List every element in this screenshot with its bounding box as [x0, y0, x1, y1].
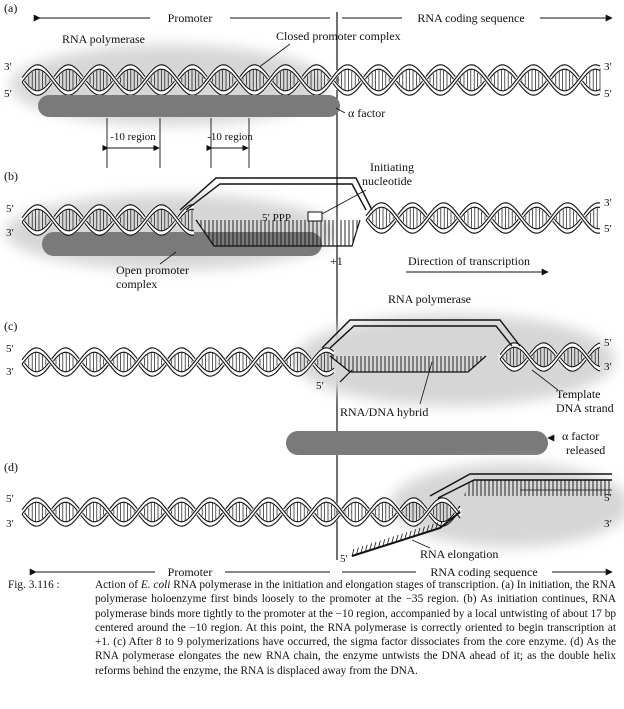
initiating-label: Initiating: [370, 160, 414, 174]
released-label: released: [566, 443, 605, 457]
sigma-label-c: α factor: [562, 429, 599, 443]
open-bubble-top: [179, 177, 373, 211]
open-complex-label: complex: [116, 277, 157, 291]
three-prime-left-c: 3′: [6, 366, 14, 378]
open-promoter-label: Open promoter: [116, 263, 189, 277]
panel-c: (c) RNA polymerase 5′ 3′ 5′ 3′ 5′ RNA/DN…: [4, 292, 615, 457]
five-prime-left-c: 5′: [6, 343, 14, 355]
initiating-nucleotide-box: [307, 211, 323, 222]
dna-helix-a: [20, 64, 602, 96]
open-bubble-c: [321, 319, 521, 349]
three-prime-left-a: 3′: [4, 61, 12, 73]
five-prime-left-a: 5′: [4, 88, 12, 100]
open-bubble-bottom: [195, 219, 361, 247]
transcription-figure: (a) Promoter RNA coding sequence RNA pol…: [4, 1, 624, 578]
dna-helix-b: [20, 202, 601, 236]
three-prime-left-d: 3′: [6, 518, 14, 530]
three-prime-right-a: 3′: [604, 61, 612, 73]
sigma-factor-a: [38, 95, 340, 117]
elongation-label: RNA elongation: [420, 547, 498, 561]
panel-a: (a) Promoter RNA coding sequence RNA pol…: [4, 1, 613, 168]
dna-strand-label: DNA strand: [556, 401, 614, 415]
five-prime-left-d: 5′: [6, 493, 14, 505]
rna-polymerase-label-c: RNA polymerase: [388, 292, 471, 306]
five-prime-left-b: 5′: [6, 203, 14, 215]
rna-polymerase-label-a: RNA polymerase: [62, 32, 145, 46]
caption-text: Action of E. coli RNA polymerase in the …: [95, 578, 616, 678]
template-label: Template: [556, 387, 600, 401]
dna-helix-c: [20, 342, 601, 377]
dna-helix-d: [20, 497, 462, 527]
rna-dna-hybrid: [329, 355, 487, 373]
panel-c-letter: (c): [4, 319, 17, 333]
five-prime-right-b: 5′: [604, 223, 612, 235]
five-prime-right-c: 5′: [604, 337, 612, 349]
three-prime-right-d: 3′: [604, 518, 612, 530]
panel-d: (d) 5′ 3′ 5′ 3′ 5′ RNA elongation Promot…: [4, 460, 624, 578]
three-prime-left-b: 3′: [6, 227, 14, 239]
figure-caption: Fig. 3.116 : Action of E. coli RNA polym…: [8, 578, 616, 678]
panel-b: (b) 5′ PPP Initiating nucleotide 5′ 3′ 3…: [4, 160, 612, 291]
five-prime-right-a: 5′: [604, 88, 612, 100]
figure-number: Fig. 3.116 :: [8, 579, 60, 591]
closed-complex-label: Closed promoter complex: [276, 29, 401, 43]
coding-label-a: RNA coding sequence: [417, 11, 524, 25]
nucleotide-label: nucleotide: [362, 174, 412, 188]
sigma-released-c: [286, 431, 548, 455]
coding-label-d: RNA coding sequence: [430, 565, 537, 578]
upper-strand-d: [429, 473, 612, 497]
caption-italic: E. coli: [140, 579, 171, 591]
five-prime-right-d: 5′: [604, 492, 612, 504]
panel-a-letter: (a): [4, 1, 17, 15]
minus-ten-region-2: -10 region: [207, 131, 253, 143]
minus-ten-region-1: -10 region: [110, 131, 156, 143]
caption-part-1: Action of: [95, 579, 141, 591]
panel-b-letter: (b): [4, 169, 18, 183]
promoter-label-d: Promoter: [168, 565, 213, 578]
promoter-label-a: Promoter: [168, 11, 213, 25]
hybrid-label: RNA/DNA hybrid: [340, 405, 428, 419]
rna-bases-d: [351, 520, 443, 557]
panel-d-letter: (d): [4, 460, 18, 474]
sigma-label-a: α factor: [348, 106, 385, 120]
plus-one-label: +1: [330, 254, 343, 268]
ppp-label: 5′ PPP: [262, 212, 291, 224]
three-prime-right-b: 3′: [604, 197, 612, 209]
five-prime-rna-c: 5′: [316, 380, 324, 392]
five-prime-rna-d: 5′: [340, 553, 348, 565]
caption-part-2: RNA polymerase in the initiation and elo…: [95, 579, 616, 677]
three-prime-right-c: 3′: [604, 361, 612, 373]
direction-label: Direction of transcription: [408, 254, 530, 268]
